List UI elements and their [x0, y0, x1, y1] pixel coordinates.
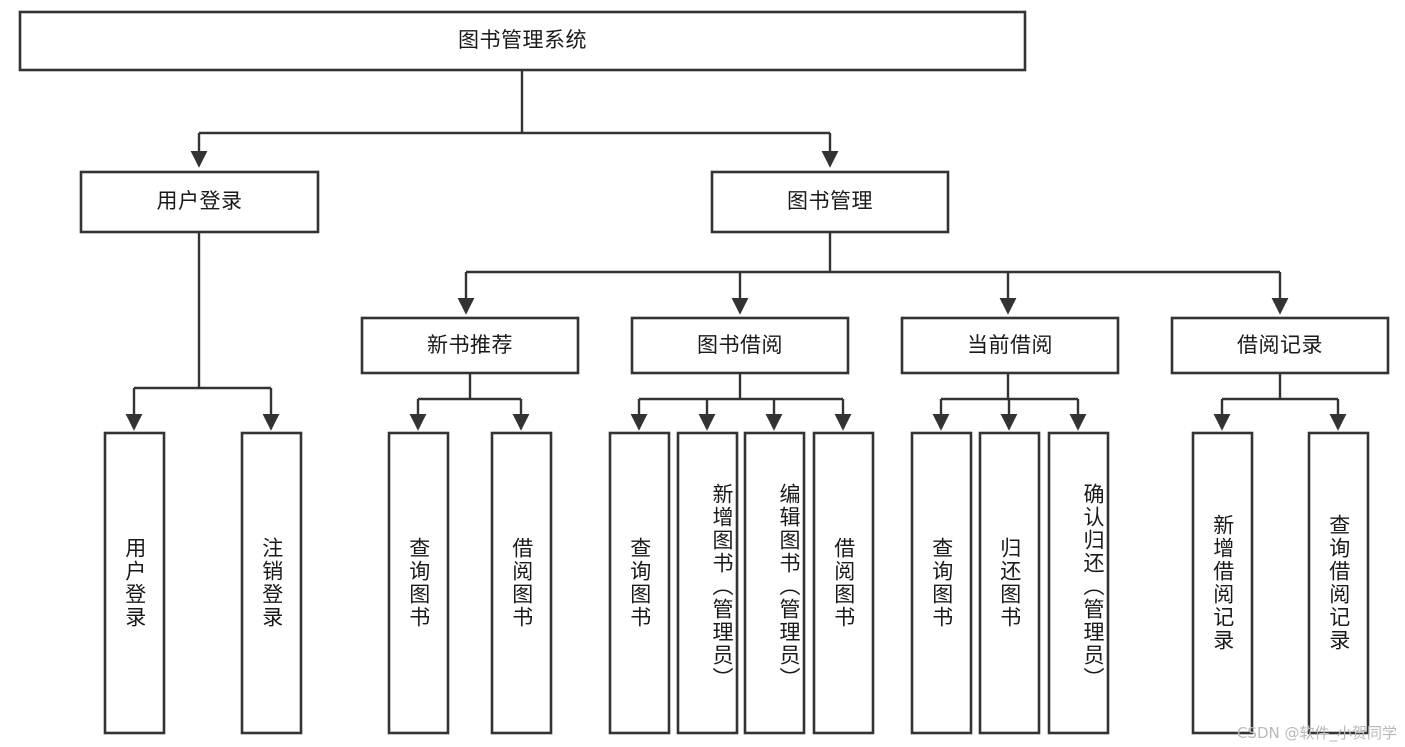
- node-box-leaf-borrow-4[interactable]: [812, 431, 875, 735]
- node-box-leaf-new-book-1[interactable]: [387, 431, 450, 735]
- node-box-book-borrow[interactable]: [630, 316, 850, 375]
- node-box-leaf-user-login-2[interactable]: [240, 431, 303, 735]
- node-box-root[interactable]: [18, 10, 1027, 72]
- node-box-book-management[interactable]: [710, 170, 950, 234]
- node-box-leaf-current-3[interactable]: [1047, 431, 1110, 735]
- node-box-borrow-record[interactable]: [1170, 316, 1390, 375]
- node-box-leaf-new-book-2[interactable]: [490, 431, 553, 735]
- node-box-leaf-record-2[interactable]: [1307, 431, 1370, 735]
- node-box-leaf-borrow-1[interactable]: [608, 431, 671, 735]
- node-box-leaf-record-1[interactable]: [1191, 431, 1254, 735]
- node-box-leaf-current-1[interactable]: [910, 431, 973, 735]
- node-box-current-borrow[interactable]: [900, 316, 1120, 375]
- node-box-leaf-borrow-3[interactable]: [743, 431, 806, 735]
- node-box-new-book-recommend[interactable]: [360, 316, 580, 375]
- node-box-user-login[interactable]: [79, 170, 320, 234]
- node-box-leaf-user-login-1[interactable]: [103, 431, 166, 735]
- watermark-text: CSDN @软件_小贺同学: [1236, 724, 1397, 742]
- node-box-leaf-borrow-2[interactable]: [676, 431, 739, 735]
- node-box-leaf-current-2[interactable]: [978, 431, 1041, 735]
